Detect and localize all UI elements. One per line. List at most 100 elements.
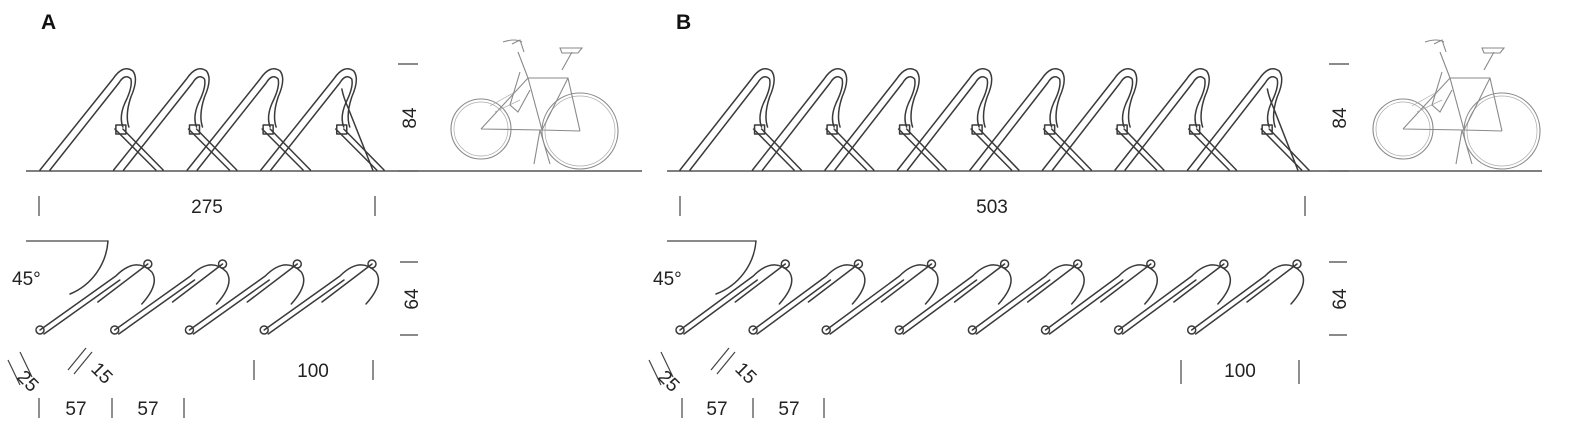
rack-clamp bbox=[115, 124, 127, 135]
rack-loop-inner-tube bbox=[196, 76, 280, 171]
plan-crossbar bbox=[953, 263, 1006, 303]
rack-leg bbox=[825, 128, 875, 171]
rack-loop-outer-tube bbox=[1114, 68, 1210, 171]
panel-a-width-value: 275 bbox=[191, 197, 223, 218]
plan-loop-inner bbox=[1121, 279, 1197, 335]
plan-loop bbox=[825, 264, 939, 331]
rack-loop-inner-tube bbox=[1196, 76, 1279, 171]
rack-leg bbox=[261, 128, 312, 171]
panel-a-tube-value: 25 bbox=[12, 367, 42, 397]
panel-a-pitch-1: 57 bbox=[65, 399, 86, 420]
rack-clamp bbox=[898, 124, 911, 135]
rack-leg bbox=[335, 128, 385, 171]
rack-loop-outer-tube bbox=[1041, 68, 1138, 171]
plan-loop-inner bbox=[1048, 279, 1124, 335]
panel-b-pitch-2: 57 bbox=[778, 399, 799, 420]
plan-loop-inner bbox=[756, 279, 832, 335]
plan-loop bbox=[113, 264, 230, 331]
panel-b-end-dimension: 100 bbox=[1180, 360, 1300, 384]
plan-foot bbox=[894, 325, 905, 335]
plan-foot bbox=[1040, 325, 1051, 335]
rack-loop-outer-tube bbox=[39, 68, 137, 171]
panel-b-label: B bbox=[676, 11, 691, 34]
panel-b-pitch-1: 57 bbox=[706, 399, 727, 420]
plan-crossbar bbox=[321, 263, 373, 303]
plan-foot bbox=[35, 325, 45, 335]
plan-loop bbox=[1190, 264, 1305, 331]
rack-leg bbox=[897, 128, 948, 171]
plan-foot bbox=[1072, 259, 1083, 269]
plan-crossbar bbox=[1026, 263, 1079, 303]
plan-foot bbox=[853, 259, 864, 269]
rack-leg bbox=[187, 128, 238, 171]
rack-loop-outer-tube bbox=[969, 68, 1065, 171]
rack-leg bbox=[1115, 128, 1165, 171]
panel-b-tube-value: 25 bbox=[653, 367, 683, 397]
panel-b-gap-value: 15 bbox=[730, 359, 760, 389]
panel-b-pitch-dimension: 57 57 bbox=[681, 398, 825, 420]
panel-b-gap-dimension: 15 bbox=[710, 347, 760, 389]
panel-a-end-value: 100 bbox=[297, 361, 329, 382]
rack-loop-inner-tube bbox=[834, 76, 916, 171]
rack-leg bbox=[1187, 128, 1238, 171]
rack-end-tube bbox=[341, 88, 374, 171]
plan-loop bbox=[898, 264, 1012, 331]
rack-loop-outer-tube bbox=[824, 68, 920, 171]
panel-a-gap-value: 15 bbox=[86, 359, 116, 389]
plan-foot bbox=[1146, 259, 1156, 269]
plan-crossbar bbox=[246, 263, 299, 303]
panel-a-gap-dimension: 15 bbox=[67, 347, 116, 389]
panel-a: A 84 275 bbox=[7, 11, 642, 420]
plan-foot bbox=[675, 325, 685, 335]
plan-foot bbox=[780, 259, 791, 269]
rack-loop-inner-tube bbox=[49, 76, 133, 171]
plan-foot bbox=[292, 259, 303, 269]
plan-crossbar bbox=[1173, 263, 1225, 303]
plan-loop-inner bbox=[1194, 279, 1270, 335]
panel-b: B 84 503 45° bbox=[648, 11, 1542, 420]
plan-loop bbox=[263, 264, 380, 331]
plan-foot bbox=[1219, 259, 1229, 269]
panel-a-label: A bbox=[41, 11, 56, 34]
rack-loop-inner-tube bbox=[979, 76, 1061, 171]
rack-loop-outer-tube bbox=[1186, 68, 1283, 171]
bicycle-illustration bbox=[1372, 39, 1541, 170]
rack-loop-outer-tube bbox=[260, 68, 358, 171]
plan-loop-inner bbox=[192, 279, 271, 335]
rack-loop-inner-tube bbox=[1051, 76, 1134, 171]
rack-leg bbox=[1042, 128, 1093, 171]
rack-clamp bbox=[1043, 124, 1056, 135]
plan-foot bbox=[217, 259, 228, 269]
plan-loop bbox=[971, 264, 1085, 331]
rack-loop-inner-tube bbox=[689, 76, 771, 171]
plan-foot bbox=[748, 325, 758, 335]
plan-loop bbox=[679, 264, 793, 331]
panel-a-angle-arc bbox=[69, 240, 109, 295]
rack-loop-outer-tube bbox=[112, 68, 210, 171]
bicycle-illustration bbox=[450, 39, 619, 170]
rack-loop-outer-tube bbox=[186, 68, 284, 171]
panel-b-tube-dimension: 25 bbox=[648, 351, 683, 397]
plan-foot bbox=[926, 259, 937, 269]
rack-end-tube bbox=[1266, 88, 1299, 171]
rack-clamp bbox=[188, 124, 201, 135]
plan-foot bbox=[143, 259, 153, 269]
plan-foot bbox=[999, 259, 1010, 269]
plan-crossbar bbox=[1100, 263, 1152, 303]
rack-leg bbox=[752, 128, 803, 171]
panel-b-depth-dimension: 64 bbox=[1329, 261, 1351, 336]
panel-a-pitch-2: 57 bbox=[137, 399, 158, 420]
rack-loop-inner-tube bbox=[1124, 76, 1206, 171]
rack-clamp bbox=[971, 124, 983, 135]
panel-b-angle-arc bbox=[715, 240, 757, 295]
panel-b-side-view bbox=[679, 68, 1310, 171]
panel-b-height-dimension: 84 bbox=[1329, 63, 1351, 172]
panel-b-end-value: 100 bbox=[1224, 361, 1256, 382]
panel-a-height-value: 84 bbox=[400, 107, 421, 129]
rack-leg bbox=[114, 128, 164, 171]
panel-b-angle-value: 45° bbox=[653, 269, 682, 290]
panel-b-width-dimension: 503 bbox=[679, 196, 1306, 218]
panel-a-depth-value: 64 bbox=[402, 288, 423, 310]
rack-loop-inner-tube bbox=[270, 76, 353, 171]
rack-leg bbox=[970, 128, 1020, 171]
